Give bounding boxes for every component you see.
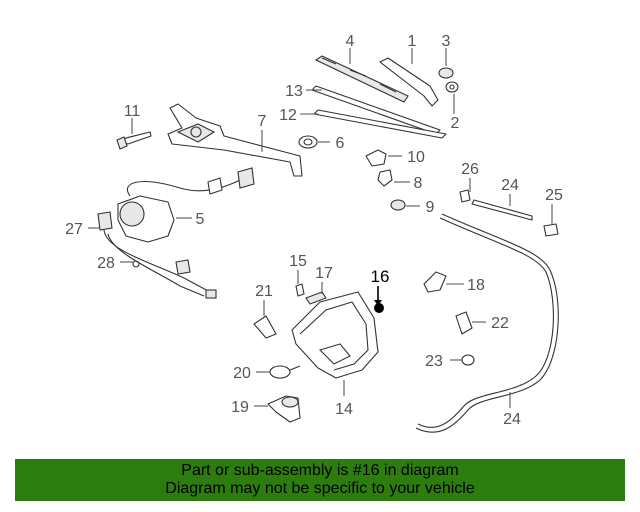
callout-9: 9 [426,199,435,216]
callout-6: 6 [336,135,345,152]
wiper-frame [167,103,303,177]
washer-nozzle [377,169,393,187]
fitting [461,354,475,366]
callout-numbers: 1 2 3 4 5 6 7 8 9 10 11 12 13 14 15 16 1… [65,33,563,428]
check-valve [459,189,471,203]
callout-5: 5 [196,211,205,228]
part-notice-banner: Part or sub-assembly is #16 in diagram D… [15,459,625,501]
linkage-rod-lower [313,109,447,139]
callout-13: 13 [285,83,303,100]
hose-connector [543,223,559,237]
clip [295,283,305,297]
wiper-motor [117,167,255,243]
part-number-notice: Part or sub-assembly is #16 in diagram [181,462,459,479]
callout-24-lower: 24 [503,411,521,428]
washer-pump [423,271,447,293]
callout-28: 28 [97,255,115,272]
callout-11: 11 [124,103,141,120]
callout-24-upper: 24 [501,177,519,194]
linkage-rod-upper [311,85,441,135]
parts-diagram: 1 2 3 4 5 6 7 8 9 10 11 12 13 14 15 16 1… [65,33,563,433]
callout-26: 26 [461,161,479,178]
callout-18: 18 [467,277,485,294]
bolt [116,131,152,150]
callout-20: 20 [233,365,251,382]
wiper-nut [445,81,459,93]
callout-15: 15 [289,253,307,270]
filler-cap [267,395,301,423]
highlighted-part-16 [374,303,384,313]
callout-12: 12 [279,107,297,124]
washer-hose [415,213,559,433]
wiper-blade [314,55,409,103]
callout-14: 14 [335,401,353,418]
callout-2: 2 [451,115,460,132]
callout-16: 16 [371,267,390,286]
callout-27: 27 [65,221,83,238]
callout-21: 21 [255,283,273,300]
callout-8: 8 [414,175,423,192]
wiper-arm [379,57,439,107]
callout-17: 17 [315,265,333,282]
callout-lines [88,48,553,408]
grommet-seal [298,135,318,149]
callout-4: 4 [346,33,355,50]
hose-segment [471,199,533,221]
nozzle-connector [365,149,387,167]
filler-ring [269,365,301,379]
callout-22: 22 [491,315,509,332]
callout-3: 3 [442,33,451,50]
callout-10: 10 [407,149,425,166]
washer-reservoir [291,291,379,379]
wiper-cap [438,67,454,79]
mounting-bracket [305,291,327,305]
callout-19: 19 [231,399,249,416]
callout-23: 23 [425,353,443,370]
callout-7: 7 [258,113,267,130]
callout-1: 1 [408,33,417,50]
pump-seal [455,311,473,335]
diagram-disclaimer: Diagram may not be specific to your vehi… [165,480,475,497]
nozzle-grommet [390,199,406,211]
wiring-harness [97,211,217,299]
callout-25: 25 [545,187,563,204]
level-sensor [253,315,277,339]
